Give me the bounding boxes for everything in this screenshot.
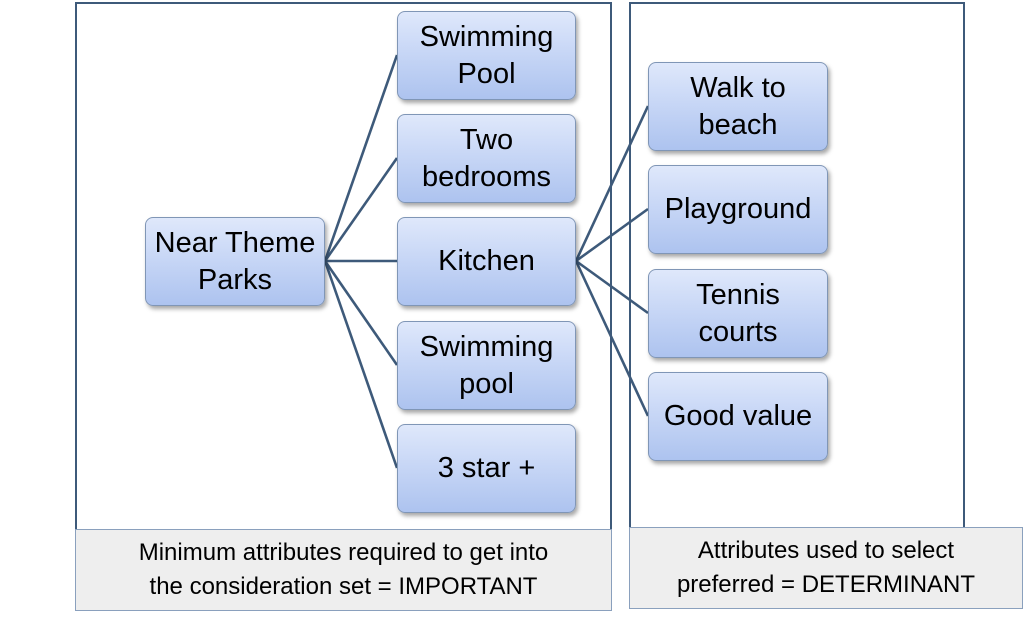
important-node-swimming-pool-2: Swimming pool — [397, 321, 576, 410]
connector-root-to-3-star — [323, 260, 399, 469]
root-node: Near Theme Parks — [145, 217, 325, 306]
connector-root-to-swimming-pool — [323, 54, 399, 262]
important-node-two-bedrooms: Two bedrooms — [397, 114, 576, 203]
determinant-caption: Attributes used to select preferred = DE… — [629, 527, 1023, 609]
determinant-node-walk-to-beach: Walk to beach — [648, 62, 828, 151]
connector-kitchen-to-good-value — [574, 260, 650, 417]
connector-kitchen-to-tennis-courts — [575, 259, 649, 315]
important-node-kitchen: Kitchen — [397, 217, 576, 306]
determinant-node-good-value: Good value — [648, 372, 828, 461]
connector-root-to-two-bedrooms — [323, 157, 399, 262]
important-node-swimming-pool: Swimming Pool — [397, 11, 576, 100]
determinant-node-tennis-courts: Tennis courts — [648, 269, 828, 358]
connector-kitchen-to-playground — [575, 207, 649, 263]
connector-kitchen-to-walk-to-beach — [574, 105, 650, 262]
important-caption: Minimum attributes required to get into … — [75, 529, 612, 611]
connector-root-to-swimming-pool-2 — [323, 260, 399, 366]
important-node-3-star: 3 star + — [397, 424, 576, 513]
determinant-node-playground: Playground — [648, 165, 828, 254]
